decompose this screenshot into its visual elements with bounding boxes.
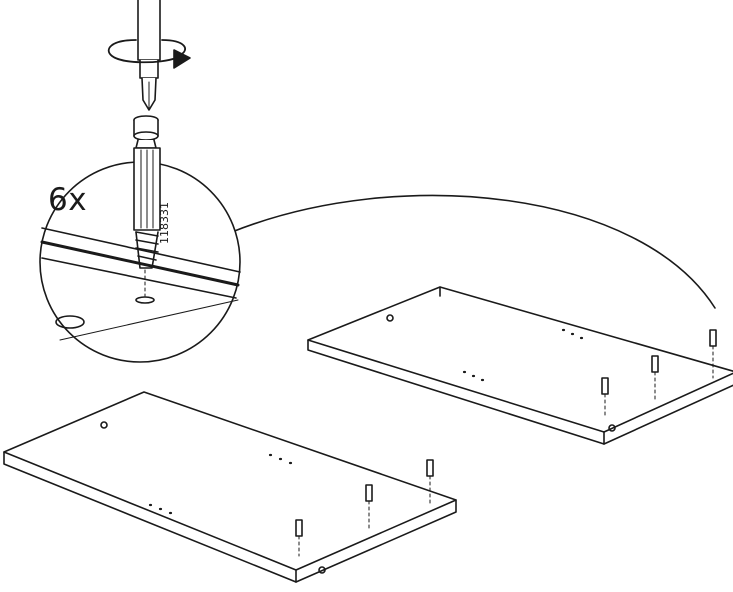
dowel-left-3 [426,459,434,505]
rotation-arrow-icon [107,39,191,69]
panel-left [3,391,457,583]
cam-dowel-icon [133,115,161,269]
dowel-left-1 [295,519,303,557]
dowel-right-2 [651,355,659,403]
dowel-left-2 [365,484,373,531]
part-number: 118331 [158,202,171,244]
quantity-label: 6x [48,182,88,218]
screwdriver-icon [137,0,161,111]
panel-right [307,286,733,445]
callout-leader [231,194,716,309]
dowel-right-1 [601,377,609,419]
drilled-hole [135,296,155,304]
dowel-right-3 [709,329,717,379]
